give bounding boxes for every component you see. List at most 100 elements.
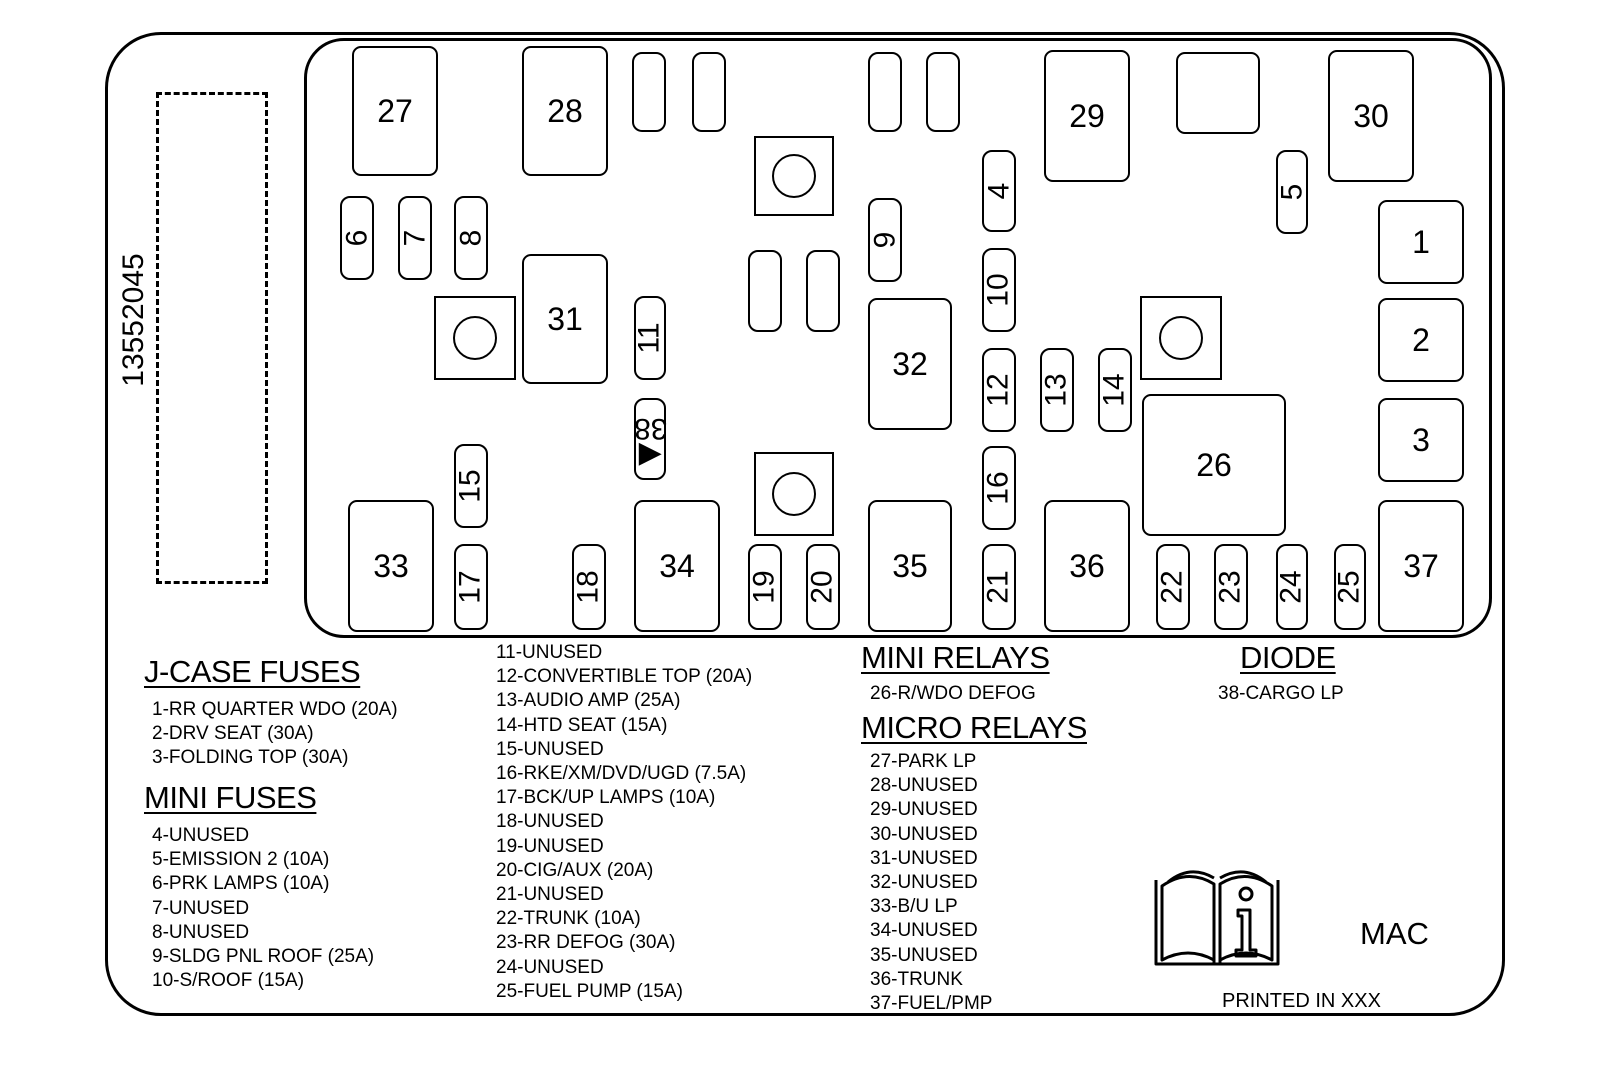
list-item: 35-UNUSED xyxy=(870,944,978,966)
list-item: 10-S/ROOF (15A) xyxy=(152,970,305,992)
list-item: 12-CONVERTIBLE TOP (20A) xyxy=(496,666,753,688)
list-item: 18-UNUSED xyxy=(496,811,604,833)
list-item: 15-UNUSED xyxy=(496,738,604,760)
mounting-hole xyxy=(1140,296,1222,380)
fuse-17: 17 xyxy=(454,544,488,630)
empty-slot xyxy=(868,52,902,132)
mini-relays-list: 26-R/WDO DEFOG xyxy=(870,682,1036,706)
fuse-19: 19 xyxy=(748,544,782,630)
part-number: 13552045 xyxy=(117,253,150,387)
fuse-5: 5 xyxy=(1275,150,1308,234)
fuse-25: 25 xyxy=(1333,544,1366,630)
list-item: 8-UNUSED xyxy=(152,921,250,943)
fuse-24: 24 xyxy=(1275,544,1308,630)
mini-fuses-list: 4-UNUSED 5-EMISSION 2 (10A) 6-PRK LAMPS … xyxy=(152,824,374,993)
list-item: 5-EMISSION 2 (10A) xyxy=(152,849,330,871)
fuse-16: 16 xyxy=(982,446,1016,530)
list-item: 14-HTD SEAT (15A) xyxy=(496,714,668,736)
diode-38: ◀38 xyxy=(634,398,667,480)
fuse-21: 21 xyxy=(982,544,1016,630)
fuse-22: 22 xyxy=(1156,544,1190,630)
list-item: 37-FUEL/PMP xyxy=(870,993,993,1015)
list-item: 23-RR DEFOG (30A) xyxy=(496,932,676,954)
fuse-block-outline xyxy=(105,32,1505,1016)
relay-29: 29 xyxy=(1044,50,1130,182)
fuse-13: 13 xyxy=(1040,348,1074,432)
relay-28: 28 xyxy=(522,46,608,176)
fuse-18: 18 xyxy=(572,544,606,630)
fuse-6: 6 xyxy=(340,196,374,280)
list-item: 22-TRUNK (10A) xyxy=(496,908,641,930)
relay-34: 34 xyxy=(634,500,720,632)
list-item: 4-UNUSED xyxy=(152,825,250,846)
relay-36: 36 xyxy=(1044,500,1130,632)
fuse-2: 2 xyxy=(1378,298,1464,382)
empty-slot xyxy=(926,52,960,132)
list-item: 1-RR QUARTER WDO (20A) xyxy=(152,699,398,720)
empty-slot xyxy=(692,52,726,132)
fuse-7: 7 xyxy=(398,196,432,280)
list-item: 29-UNUSED xyxy=(870,799,978,821)
list-item: 36-TRUNK xyxy=(870,968,963,990)
relay-31: 31 xyxy=(522,254,608,384)
mini-relays-heading: MINI RELAYS xyxy=(861,640,1050,675)
list-item: 28-UNUSED xyxy=(870,775,978,797)
list-item: 25-FUEL PUMP (15A) xyxy=(496,980,683,1002)
list-item: 11-UNUSED xyxy=(496,642,603,663)
mini-fuses-heading: MINI FUSES xyxy=(144,780,317,815)
list-item: 3-FOLDING TOP (30A) xyxy=(152,747,349,769)
list-item: 2-DRV SEAT (30A) xyxy=(152,723,314,745)
mounting-hole xyxy=(754,452,834,536)
list-item: 24-UNUSED xyxy=(496,956,604,978)
mini-fuses-list-continued: 11-UNUSED 12-CONVERTIBLE TOP (20A) 13-AU… xyxy=(496,641,752,1004)
relay-32: 32 xyxy=(868,298,952,430)
relay-30: 30 xyxy=(1328,50,1414,182)
footer-code: MAC xyxy=(1360,916,1429,951)
dashed-outline xyxy=(156,92,268,584)
jcase-list: 1-RR QUARTER WDO (20A) 2-DRV SEAT (30A) … xyxy=(152,698,398,771)
relay-27: 27 xyxy=(352,46,438,176)
list-item: 21-UNUSED xyxy=(496,884,604,906)
fuse-9: 9 xyxy=(868,198,902,282)
relay-26: 26 xyxy=(1142,394,1286,536)
list-item: 17-BCK/UP LAMPS (10A) xyxy=(496,787,716,809)
fuse-4: 4 xyxy=(982,150,1016,232)
list-item: 33-B/U LP xyxy=(870,896,958,918)
list-item: 19-UNUSED xyxy=(496,835,604,857)
diode-heading: DIODE xyxy=(1240,640,1336,675)
empty-slot xyxy=(748,250,782,332)
fuse-23: 23 xyxy=(1214,544,1248,630)
list-item: 31-UNUSED xyxy=(870,847,978,869)
list-item: 6-PRK LAMPS (10A) xyxy=(152,873,330,895)
relay-35: 35 xyxy=(868,500,952,632)
manual-info-icon xyxy=(1152,866,1282,975)
empty-slot xyxy=(806,250,840,332)
micro-relays-list: 27-PARK LP 28-UNUSED 29-UNUSED 30-UNUSED… xyxy=(870,750,992,1016)
diode-list: 38-CARGO LP xyxy=(1218,682,1344,706)
fuse-panel xyxy=(304,38,1492,638)
list-item: 30-UNUSED xyxy=(870,823,978,845)
fuse-37: 37 xyxy=(1378,500,1464,632)
list-item: 26-R/WDO DEFOG xyxy=(870,683,1036,704)
list-item: 34-UNUSED xyxy=(870,920,978,942)
printed-in: PRINTED IN XXX xyxy=(1222,990,1381,1012)
mounting-hole xyxy=(434,296,516,380)
jcase-heading: J-CASE FUSES xyxy=(144,654,361,689)
empty-slot xyxy=(632,52,666,132)
list-item: 38-CARGO LP xyxy=(1218,683,1344,704)
mounting-hole xyxy=(754,136,834,216)
blank-relay-slot xyxy=(1176,52,1260,134)
fuse-14: 14 xyxy=(1098,348,1132,432)
fuse-15: 15 xyxy=(454,444,488,528)
list-item: 32-UNUSED xyxy=(870,872,978,894)
fuse-20: 20 xyxy=(806,544,840,630)
list-item: 27-PARK LP xyxy=(870,751,977,772)
fuse-10: 10 xyxy=(982,248,1016,332)
fuse-11: 11 xyxy=(633,296,666,380)
list-item: 20-CIG/AUX (20A) xyxy=(496,859,654,881)
fuse-8: 8 xyxy=(454,196,488,280)
list-item: 9-SLDG PNL ROOF (25A) xyxy=(152,946,375,968)
micro-relays-heading: MICRO RELAYS xyxy=(861,710,1087,745)
list-item: 13-AUDIO AMP (25A) xyxy=(496,690,681,712)
fuse-1: 1 xyxy=(1378,200,1464,284)
